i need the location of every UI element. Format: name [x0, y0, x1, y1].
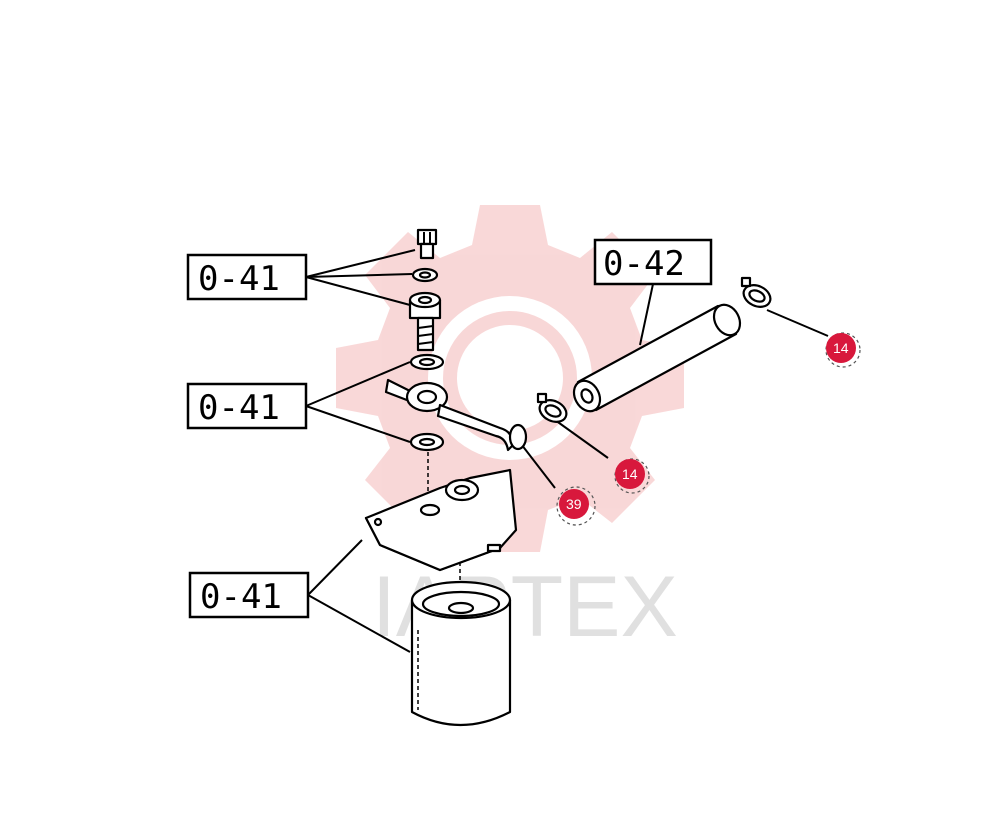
- callout-clamp-right[interactable]: 14: [825, 332, 861, 368]
- banjo-bolt: [416, 228, 438, 260]
- oil-pipe: [384, 378, 528, 452]
- washer-mid: [409, 353, 445, 371]
- ref-box-bottom: 0-41: [188, 571, 310, 619]
- hose: [572, 303, 742, 413]
- filter-head: [364, 468, 518, 572]
- ref-label-hose: 0-42: [603, 244, 685, 284]
- callout-clamp-right-label: 14: [833, 340, 849, 356]
- ref-box-top: 0-41: [186, 253, 308, 301]
- callout-pipe[interactable]: 39: [556, 486, 596, 526]
- ref-box-hose: 0-42: [593, 238, 713, 286]
- ref-label-mid: 0-41: [198, 388, 280, 428]
- washer-lower: [409, 432, 445, 452]
- hose-clamp-right: [740, 276, 772, 308]
- leader-lines: [305, 249, 829, 653]
- washer-top: [411, 267, 439, 283]
- ref-label-top: 0-41: [198, 259, 280, 299]
- callout-clamp-mid[interactable]: 14: [614, 458, 650, 494]
- hose-clamp-mid: [536, 392, 568, 423]
- callout-pipe-label: 39: [566, 496, 582, 512]
- ref-box-mid: 0-41: [186, 382, 308, 430]
- oil-filter: [410, 580, 512, 726]
- callout-clamp-mid-label: 14: [622, 466, 638, 482]
- union-bolt: [408, 291, 442, 352]
- ref-label-bottom: 0-41: [200, 577, 282, 617]
